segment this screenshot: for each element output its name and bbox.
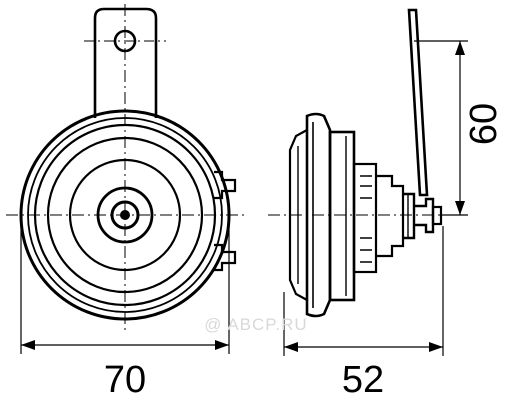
height-arrow-bottom — [455, 201, 465, 215]
depth-arrow-left — [284, 342, 298, 352]
housing-body — [328, 130, 356, 302]
depth-arrow-right — [429, 342, 443, 352]
rear-contact-housing — [376, 174, 405, 258]
side-bracket-strip — [407, 8, 429, 197]
lower-terminal — [214, 243, 237, 272]
side-view — [268, 8, 468, 356]
width-arrow-left — [21, 340, 35, 350]
width-arrow-right — [215, 340, 229, 350]
upper-terminal — [214, 170, 237, 200]
depth-dimension-label: 52 — [342, 359, 384, 400]
height-arrow-top — [455, 41, 465, 55]
bracket-height-dimension-label: 60 — [463, 103, 505, 145]
width-dimension-label: 70 — [104, 359, 146, 400]
watermark-text: @ ABCP.RU — [204, 315, 307, 334]
rear-connector-hatch — [360, 175, 372, 263]
rear-terminal-block — [352, 162, 378, 274]
front-view — [6, 4, 244, 354]
